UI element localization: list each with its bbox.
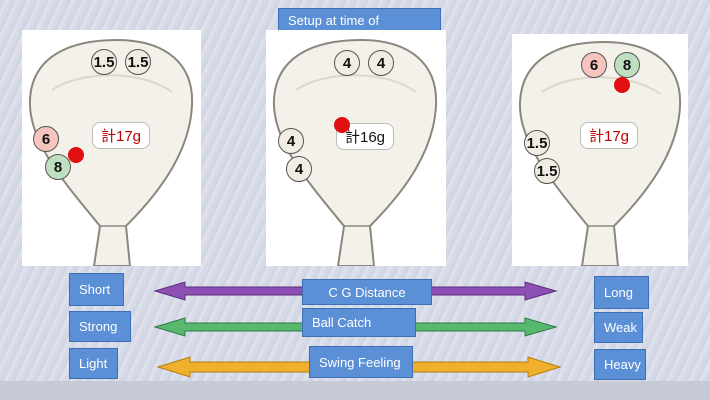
weight-1-5: 1.5 — [125, 49, 151, 75]
cg-distance-label: C G Distance — [302, 279, 432, 305]
strong-label: Strong — [69, 311, 131, 342]
swing-feeling-label: Swing Feeling — [309, 346, 413, 378]
weight-8: 8 — [614, 52, 640, 78]
weight-8: 8 — [45, 154, 71, 180]
weight-4: 4 — [368, 50, 394, 76]
short-label: Short — [69, 273, 124, 306]
weak-label: Weak — [594, 312, 643, 343]
club-panel-right: 6 8 1.5 1.5 計17g — [512, 34, 688, 266]
weight-6: 6 — [33, 126, 59, 152]
ball-catch-label: Ball Catch — [302, 308, 416, 337]
total-weight-label: 計17g — [92, 122, 151, 149]
cg-dot — [614, 77, 630, 93]
club-panel-center: 4 4 4 4 計16g — [266, 30, 446, 266]
weight-6: 6 — [581, 52, 607, 78]
club-panel-left: 1.5 1.5 6 8 計17g — [22, 30, 201, 266]
long-label: Long — [594, 276, 649, 309]
weight-1-5: 1.5 — [91, 49, 117, 75]
total-weight-label: 計16g — [336, 123, 395, 150]
weight-4: 4 — [286, 156, 312, 182]
weight-1-5: 1.5 — [524, 130, 550, 156]
weight-1-5: 1.5 — [534, 158, 560, 184]
light-label: Light — [69, 348, 118, 379]
weight-4: 4 — [278, 128, 304, 154]
total-weight-label: 計17g — [580, 122, 639, 149]
weight-4: 4 — [334, 50, 360, 76]
cg-dot — [68, 147, 84, 163]
heavy-label: Heavy — [594, 349, 646, 380]
bottom-strip — [0, 381, 710, 400]
cg-dot — [334, 117, 350, 133]
